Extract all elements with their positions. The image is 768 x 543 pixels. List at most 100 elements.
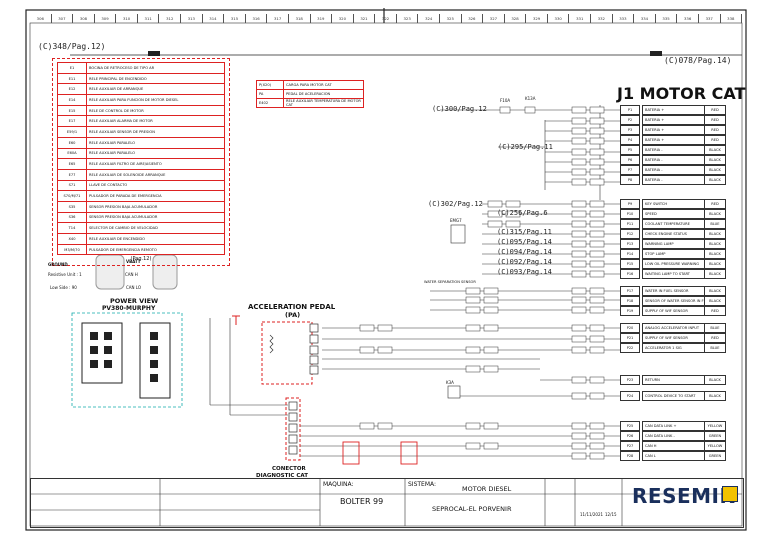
pin-number: P11	[620, 219, 640, 229]
pin-function: BATERIA +	[642, 125, 705, 135]
brand-emblem-icon	[722, 486, 738, 502]
sistema-label: SISTEMA:	[408, 481, 437, 488]
ground-label: GROUND	[48, 262, 68, 267]
legend-desc: RELE AUXILIAR SENSOR DE PRESION	[86, 126, 225, 138]
power-view-model: PV380-MURPHY	[102, 305, 156, 312]
legend-code: E59/1	[57, 126, 87, 138]
k3a-relay	[447, 385, 461, 399]
legend-desc: SENSOR PRESION BAJA ACUMULADOR	[86, 200, 225, 213]
legend-desc: RELE AUXILIAR DE ENCENDIDO	[86, 233, 225, 245]
pin-number: P22	[620, 343, 640, 353]
ruler-cell: 334	[634, 14, 656, 23]
ruler-cell: 323	[397, 14, 419, 23]
legend-code: S35	[57, 200, 87, 213]
ruler-cell: 328	[505, 14, 527, 23]
inline-components	[359, 106, 605, 460]
project-value: SEPROCAL-EL PORVENIR	[432, 505, 512, 513]
pin-function: KEY SWITCH	[642, 199, 705, 209]
ruler-cell: 337	[699, 14, 721, 23]
pin-function: SPEED	[642, 209, 705, 219]
legend-desc: SENSOR PRESION BAJA ACUMULADOR	[86, 211, 225, 224]
legend-desc: RELE AUXILIAR FILTRO DE AIRE/ASIENTO	[86, 158, 225, 170]
ref-1: (C)300/Pag.12	[432, 105, 487, 113]
pin-number: P8	[620, 175, 640, 185]
legend-desc: LLAVE DE CONTACTO	[86, 179, 225, 192]
pin-wire-color: BLACK	[705, 259, 726, 269]
pin-number: P27	[620, 441, 640, 451]
ruler-cell: 338	[721, 14, 743, 23]
legend-code: S71	[57, 179, 87, 192]
pin-function: CAN L	[642, 451, 705, 461]
legend-caption: (Pag.12)	[130, 256, 152, 263]
ref-8: (C)092/Pag.14	[497, 258, 552, 266]
pin-number: P1	[620, 105, 640, 115]
pin-number: P28	[620, 451, 640, 461]
pin-number: P24	[620, 391, 640, 401]
legend-code: E15	[57, 104, 87, 117]
mid-legend-row: P(X20)CARGA PARA MOTOR CAT	[256, 80, 364, 90]
legend-desc: BOCINA DE RETROCESO DE TIPO AR	[86, 62, 225, 74]
maquina-value: BOLTER 99	[340, 497, 384, 506]
legend-code: E17	[57, 115, 87, 128]
pin-number: P7	[620, 165, 640, 175]
bus-marker-left	[148, 51, 160, 56]
title-block-lines	[30, 478, 742, 526]
pin-function: STOP LAMP	[642, 249, 705, 259]
legend-code: E60	[57, 136, 87, 149]
legend-code: E60A	[57, 147, 87, 160]
deutsch-connector-b	[152, 254, 178, 290]
res-unit-label: Resistive Unit : 1	[48, 272, 82, 277]
ruler-cell: 308	[73, 14, 95, 23]
legend-desc: PULSADOR DE EMERGENCIA REMOTO	[86, 243, 225, 256]
pedal-pins	[309, 323, 319, 375]
diag-pins	[288, 401, 298, 455]
bus-marker-right	[650, 51, 662, 56]
pin-number: P10	[620, 209, 640, 219]
pin-wire-color: BLACK	[705, 175, 726, 185]
terminator-a	[342, 441, 360, 465]
pin-number: P18	[620, 296, 640, 306]
ruler-cell: 335	[656, 14, 678, 23]
deutsch-connector-a	[95, 254, 125, 290]
ref-5: (C)315/Pag.11	[497, 228, 552, 236]
pin-number: P17	[620, 286, 640, 296]
legend-desc: RELE PRINCIPAL DE ENCENDIDO	[86, 72, 225, 85]
pin-number: P4	[620, 135, 640, 145]
pin-wire-color: BLACK	[705, 145, 726, 155]
ruler-cell: 315	[224, 14, 246, 23]
ref-4: (C)256/Pag.6	[497, 209, 548, 217]
ruler-cell: 314	[203, 14, 225, 23]
wires-group3	[430, 290, 620, 311]
legend-code: E12	[57, 83, 87, 96]
ruler-cell: 313	[181, 14, 203, 23]
pedal-label: ACCELERATION PEDAL	[248, 303, 336, 311]
ruler-cell: 316	[246, 14, 268, 23]
sheet-frame	[25, 9, 747, 531]
pin-wire-color: BLACK	[705, 155, 726, 165]
pin-function: CAN DATA LINK -	[642, 431, 705, 441]
mid-legend-code: PA	[256, 89, 284, 99]
ref-top-left: (C)348/Pag.12)	[38, 42, 106, 51]
legend-desc: RELE AUXILIAR PARA FUNCION DE MOTOR DIES…	[86, 94, 225, 106]
